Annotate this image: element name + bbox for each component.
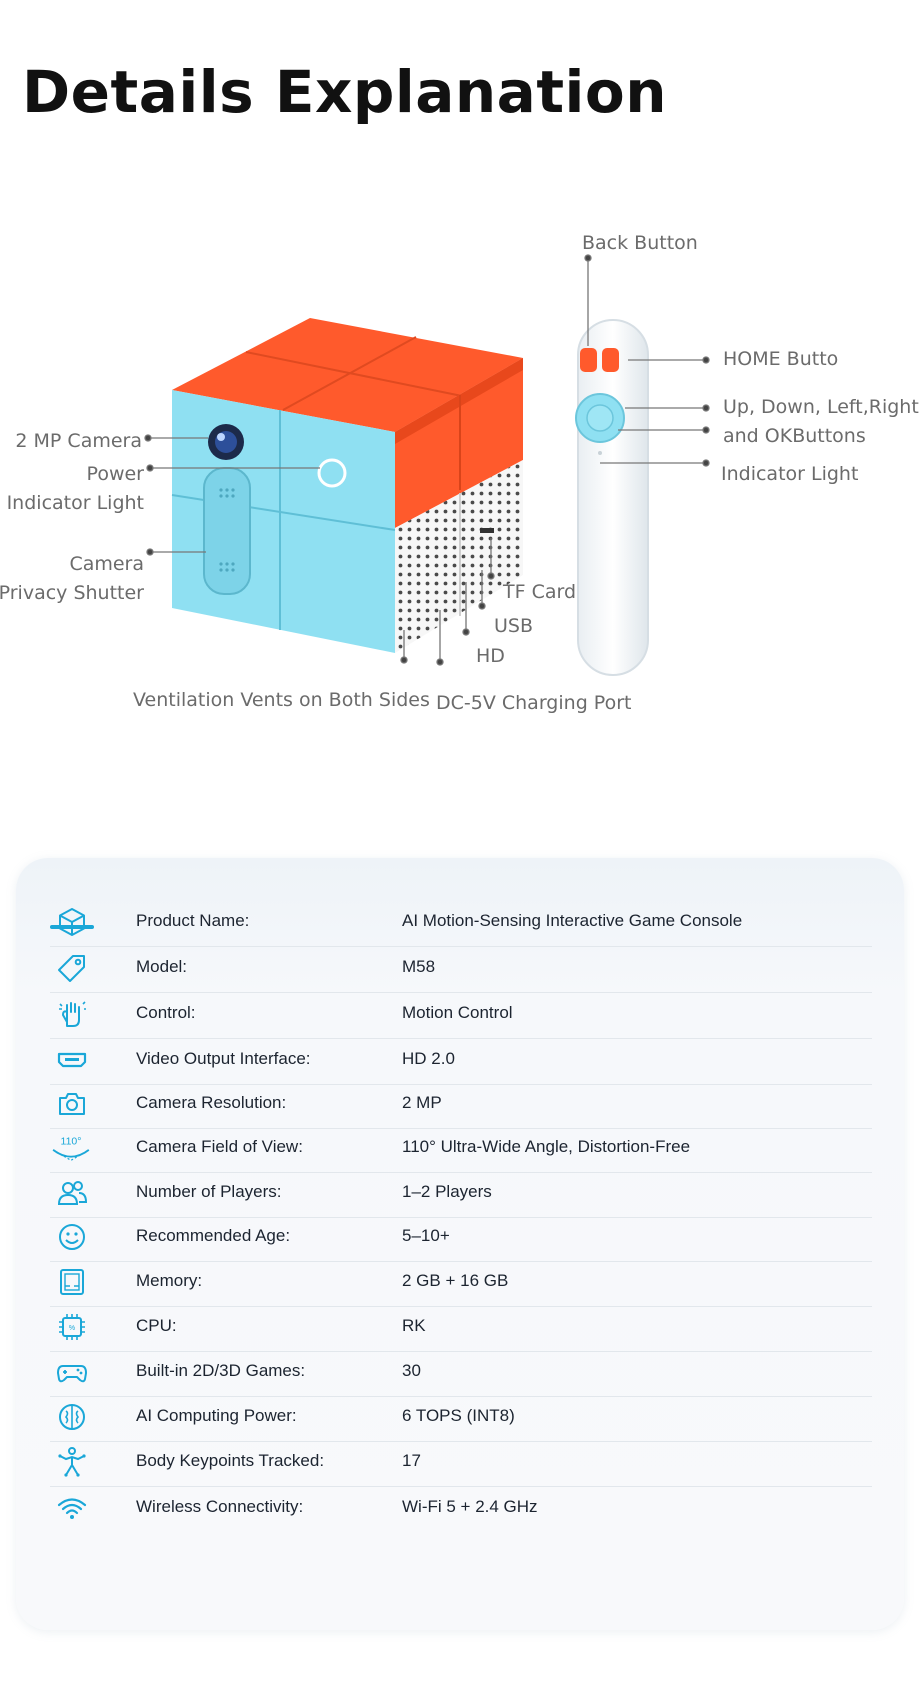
spec-row: Number of Players: 1–2 Players [50,1169,872,1218]
remote-indicator-light [598,451,602,455]
players-icon [56,1177,88,1209]
power-indicator [317,458,347,488]
tf-card-label: TF Card [503,581,577,603]
remote-indicator-light-label: Indicator Light [721,463,859,485]
spec-value: Motion Control [402,1003,513,1022]
power-indicator-label-line2: Indicator Light [6,492,144,514]
spec-value: 2 GB + 16 GB [402,1271,509,1290]
spec-row: Recommended Age: 5–10+ [50,1213,872,1262]
gamepad-icon [56,1356,88,1388]
home-button-label: HOME Butto [723,348,839,370]
spec-row: Memory: 2 GB + 16 GB [50,1258,872,1307]
hdmi-port-icon [56,1044,88,1076]
specs-panel: Product Name: AI Motion-Sensing Interacti… [16,858,904,1630]
spec-row: Video Output Interface: HD 2.0 [50,1036,872,1085]
wifi-icon [56,1492,88,1524]
spec-row: % CPU: RK [50,1303,872,1352]
cpu-chip-icon: % [56,1311,88,1343]
camera-icon [56,1088,88,1120]
spec-value: 17 [402,1451,421,1470]
spec-value: 110° Ultra-Wide Angle, Distortion-Free [402,1137,691,1156]
usb-label: USB [494,615,534,637]
privacy-shutter-label-line1: Camera [69,553,144,575]
remote-body [577,319,649,676]
spec-label: Video Output Interface: [136,1049,311,1068]
box-icon [56,906,88,938]
ai-brain-icon [56,1401,88,1433]
dpad-label-line1: Up, Down, Left,Right [723,396,919,418]
wide-angle-icon: 110° [50,1132,92,1164]
svg-text:110°: 110° [61,1137,82,1148]
body-figure-icon [56,1446,88,1478]
memory-card-icon [56,1266,88,1298]
smiley-icon [56,1221,88,1253]
charging-port-label: DC-5V Charging Port [436,692,632,714]
spec-row: Control: Motion Control [50,990,872,1039]
spec-label: Wireless Connectivity: [136,1497,304,1516]
power-indicator-label-line1: Power [86,463,144,485]
hand-wave-icon [56,998,88,1030]
spec-row: 110° Camera Field of View: 110° Ultra-Wide… [50,1124,872,1173]
spec-value: RK [402,1316,426,1335]
spec-value: AI Motion-Sensing Interactive Game Conso… [402,911,743,930]
spec-label: Built-in 2D/3D Games: [136,1361,306,1380]
spec-row: Wireless Connectivity: Wi-Fi 5 + 2.4 GHz [50,1484,872,1532]
privacy-shutter [203,467,251,595]
svg-text:%: % [69,1325,75,1332]
spec-row: Model: M58 [50,944,872,993]
spec-label: Camera Field of View: [136,1137,303,1156]
hd-label: HD [476,645,505,667]
spec-value: 6 TOPS (INT8) [402,1406,515,1425]
home-button [602,348,619,372]
spec-label: CPU: [136,1316,177,1335]
camera-label: 2 MP Camera [15,430,142,452]
back-button [580,348,597,372]
spec-value: 30 [402,1361,421,1380]
page-title: Details Explanation [22,58,668,126]
spec-label: Camera Resolution: [136,1093,287,1112]
spec-label: Body Keypoints Tracked: [136,1451,325,1470]
spec-value: Wi-Fi 5 + 2.4 GHz [402,1497,538,1516]
tag-icon [56,952,88,984]
spec-label: Recommended Age: [136,1226,291,1245]
privacy-shutter-label-line2: Privacy Shutter [0,582,144,604]
spec-row: Body Keypoints Tracked: 17 [50,1438,872,1487]
spec-value: M58 [402,957,436,976]
back-button-label: Back Button [582,232,698,254]
spec-value: 2 MP [402,1093,442,1112]
spec-value: HD 2.0 [402,1049,455,1068]
spec-label: Control: [136,1003,196,1022]
spec-label: Number of Players: [136,1182,282,1201]
spec-label: Memory: [136,1271,203,1290]
spec-label: Product Name: [136,911,250,930]
spec-value: 5–10+ [402,1226,450,1245]
spec-label: Model: [136,957,188,976]
spec-row: AI Computing Power: 6 TOPS (INT8) [50,1393,872,1442]
dpad-label-line2: and OKButtons [723,425,866,447]
spec-row: Built-in 2D/3D Games: 30 [50,1348,872,1397]
product-diagram [144,254,710,676]
vents-label: Ventilation Vents on Both Sides [133,689,430,711]
spec-row: Camera Resolution: 2 MP [50,1080,872,1129]
spec-value: 1–2 Players [402,1182,492,1201]
spec-label: AI Computing Power: [136,1406,297,1425]
spec-row: Product Name: AI Motion-Sensing Interacti… [50,898,872,947]
